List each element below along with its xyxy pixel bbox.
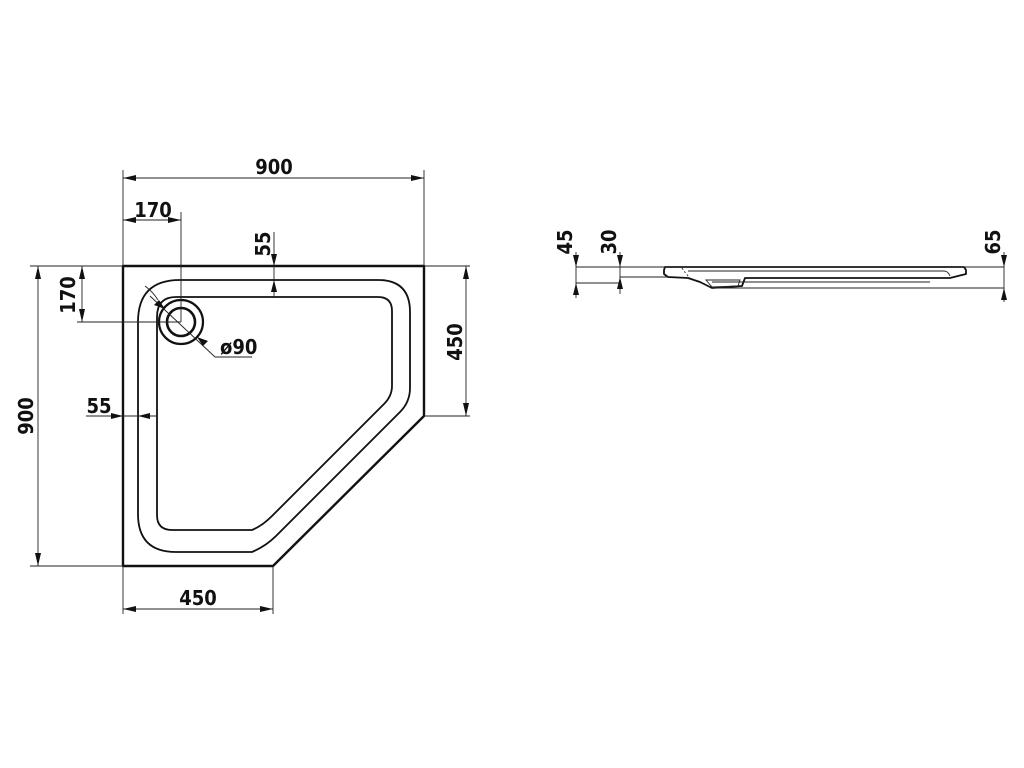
arrow-rim-height-bottom [617, 277, 623, 289]
profile-drain-hole [705, 279, 741, 288]
dim-label-rim-height: 30 [597, 229, 621, 254]
dim-label-drain-y: 170 [56, 276, 80, 314]
dim-label-right-side: 450 [443, 323, 467, 361]
arrow-width-left [123, 175, 136, 181]
dim-label-bottom-side: 450 [179, 586, 217, 610]
arrow-total-height-top [573, 255, 579, 267]
dim-label-right-height: 65 [981, 229, 1005, 254]
arrow-right-height-top [1001, 255, 1007, 267]
dim-label-drain-diameter: ø90 [220, 335, 257, 359]
profile-drain-dash [681, 267, 691, 279]
arrow-depth-top [35, 266, 41, 279]
dim-label-width: 900 [255, 155, 293, 179]
arrow-bottom-side-left [123, 606, 136, 612]
dim-label-total-height: 45 [553, 229, 577, 254]
arrow-drain-diameter-a [154, 300, 165, 309]
arrow-rim-top-down [271, 254, 277, 266]
arrow-rim-left-left [138, 413, 150, 419]
arrow-rim-left-right [111, 413, 123, 419]
dim-label-rim-left: 55 [86, 394, 111, 418]
dim-label-depth: 900 [14, 397, 38, 435]
drain-corner-arc [144, 285, 159, 301]
profile-inner-line [688, 270, 951, 277]
arrow-rim-height-top [617, 255, 623, 267]
arrow-drain-x-left [123, 217, 136, 223]
dim-label-rim-top: 55 [251, 231, 275, 256]
arrow-right-side-top [463, 266, 469, 279]
arrow-right-side-bottom [463, 403, 469, 416]
arrow-bottom-side-right [260, 606, 273, 612]
tray-outline [121, 264, 426, 568]
profile-outline [663, 266, 967, 289]
arrow-drain-y-top [79, 266, 85, 279]
arrow-width-right [411, 175, 424, 181]
side-profile: 45 30 65 [553, 229, 1007, 302]
arrow-depth-bottom [35, 553, 41, 566]
plan-view: 900 170 55 170 900 55 ø90 [14, 155, 470, 614]
tray-inner-rim [137, 279, 411, 553]
arrow-total-height-bottom [573, 283, 579, 295]
arrow-drain-diameter-b [197, 337, 208, 346]
arrow-drain-x-right [168, 217, 181, 223]
tray-basin [156, 296, 393, 531]
dim-label-drain-x: 170 [134, 198, 172, 222]
arrow-right-height-bottom [1001, 288, 1007, 300]
arrow-drain-y-bottom [79, 309, 85, 322]
arrow-rim-top-up [271, 280, 277, 292]
